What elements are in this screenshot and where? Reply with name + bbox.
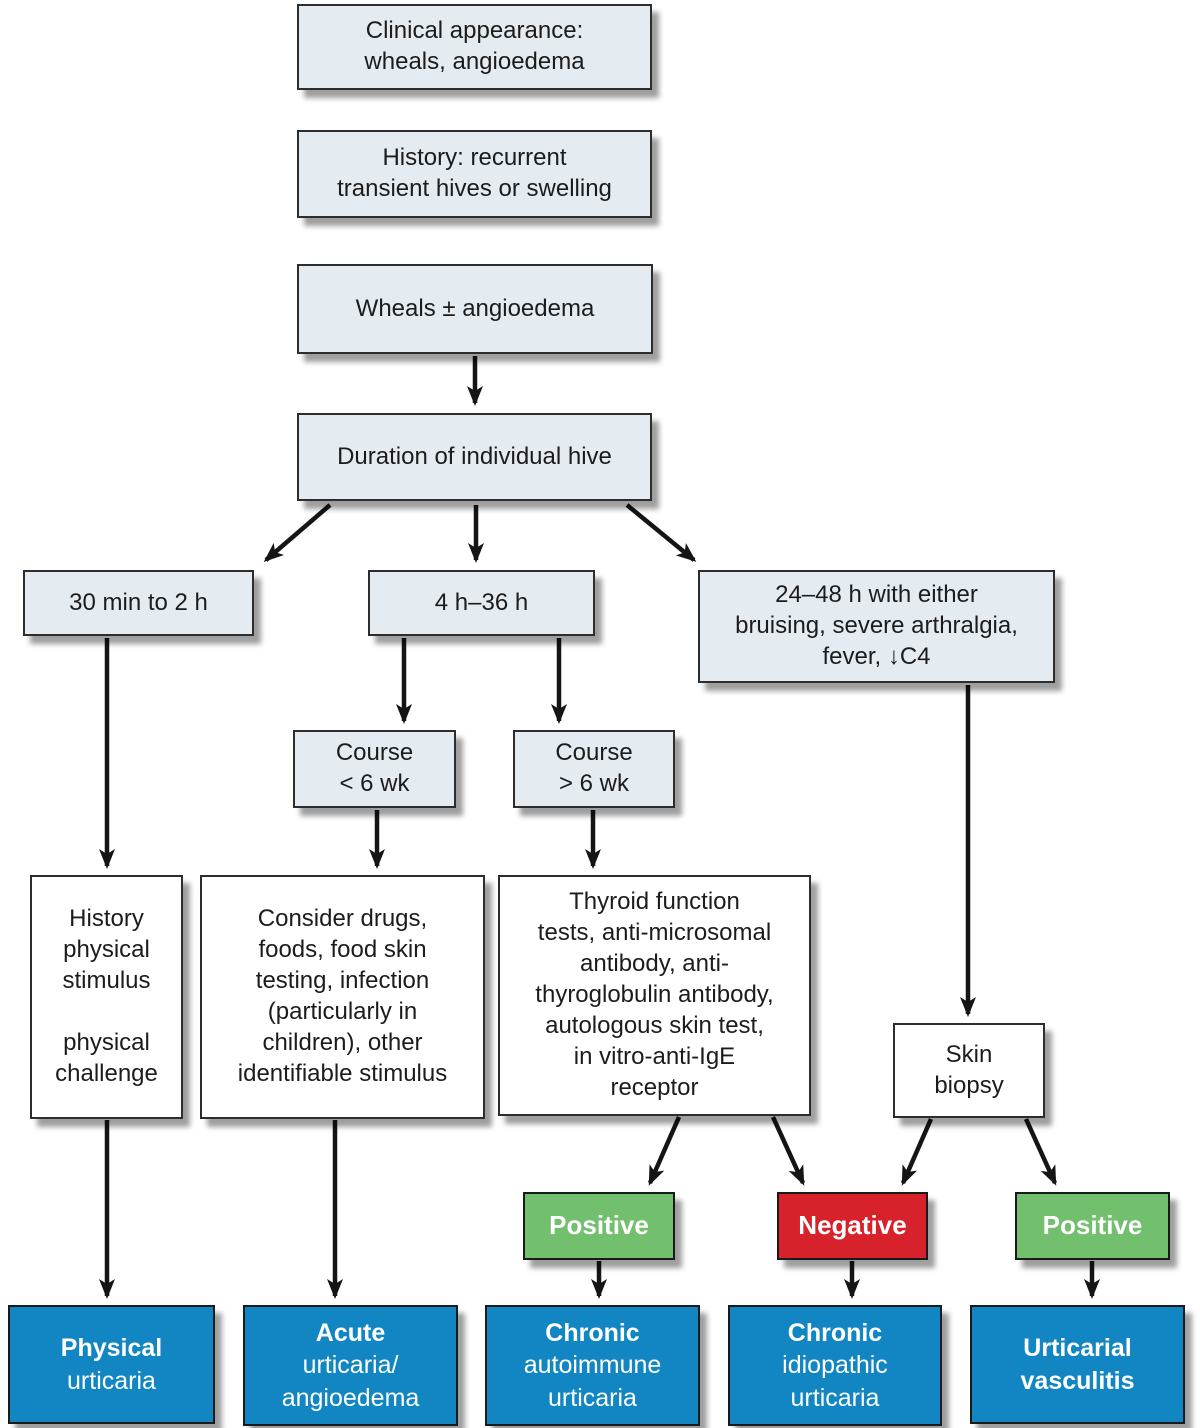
flow-node-consider-text: identifiable stimulus <box>237 1059 448 1087</box>
flow-node-thyroid: Thyroid function tests, anti-microsomal an… <box>498 875 811 1116</box>
flow-arrow-duration-to-min30to2h <box>263 503 332 562</box>
flow-node-urticarialvasc-text: vasculitis <box>1020 1366 1135 1395</box>
flow-node-wheals: Wheals ± angioedema <box>297 264 653 354</box>
flow-arrow-skinbiopsy-to-negative <box>900 1118 934 1186</box>
flow-node-thyroid-text: antibody, anti- <box>580 950 729 978</box>
flow-node-acute-text: angioedema <box>281 1383 420 1412</box>
flow-node-urticarialvasc-text: Urticarial <box>1023 1334 1132 1363</box>
flow-node-negative-text: Negative <box>798 1210 907 1241</box>
flow-node-skinbiopsy: Skin biopsy <box>893 1023 1045 1118</box>
flow-node-acute-text: urticaria/ <box>302 1351 399 1380</box>
flow-arrow-thyroid-to-negative <box>770 1116 806 1186</box>
flow-node-acute-text: Acute <box>315 1319 386 1348</box>
flow-node-h24to48-text: 24–48 h with either <box>775 581 978 609</box>
flow-node-consider-text: children), other <box>262 1028 423 1056</box>
flow-node-physical-text: Physical <box>60 1334 163 1363</box>
flow-node-wheals-text: Wheals ± angioedema <box>355 294 595 322</box>
flow-node-chronicauto-text: urticaria <box>548 1383 637 1412</box>
flow-node-historyphys: History physical stimulus physical challenge <box>30 875 183 1119</box>
flow-node-positive2: Positive <box>1015 1192 1170 1260</box>
flow-arrow-duration-to-h24to48 <box>625 503 697 562</box>
flow-node-min30to2h: 30 min to 2 h <box>23 570 254 636</box>
flow-node-h24to48-text: fever, ↓C4 <box>822 642 931 670</box>
flow-arrow-skinbiopsy-to-positive2 <box>1023 1118 1058 1186</box>
flow-node-clinical-text: wheals, angioedema <box>364 48 585 75</box>
flow-node-h4to36-text: 4 h–36 h <box>434 588 529 616</box>
flow-arrow-thyroid-to-positive1 <box>647 1116 682 1186</box>
flow-node-chronicidio-text: urticaria <box>790 1383 880 1412</box>
flow-node-consider-text: foods, food skin <box>258 936 427 964</box>
flow-node-chronicidio-text: idiopathic <box>782 1351 888 1380</box>
flow-node-history-text: transient hives or swelling <box>337 175 612 202</box>
flow-node-coursegt6-text: > 6 wk <box>558 770 630 797</box>
flow-node-skinbiopsy-text: biopsy <box>934 1071 1004 1099</box>
flow-node-consider: Consider drugs, foods, food skin testing, … <box>200 875 485 1119</box>
flow-node-historyphys-text: physical <box>63 1028 150 1056</box>
flow-node-h24to48: 24–48 h with either bruising, severe arth… <box>698 570 1055 683</box>
flow-node-thyroid-text: tests, anti-microsomal <box>537 919 772 947</box>
flow-node-positive1-text: Positive <box>549 1210 649 1241</box>
flow-node-skinbiopsy-text: Skin <box>945 1040 993 1068</box>
flow-node-historyphys-text: physical <box>63 936 150 964</box>
flow-node-historyphys-text: challenge <box>55 1059 158 1087</box>
flow-node-positive2-text: Positive <box>1042 1210 1143 1241</box>
flow-node-chronicauto-text: Chronic <box>545 1319 640 1348</box>
flow-node-consider-text: Consider drugs, <box>257 905 428 933</box>
flow-node-historyphys-text <box>32 997 181 1028</box>
flow-node-urticarialvasc: Urticarial vasculitis <box>970 1305 1185 1424</box>
flow-node-h24to48-text: bruising, severe arthralgia, <box>735 612 1018 640</box>
flow-node-consider-text: testing, infection <box>255 967 430 995</box>
flow-node-clinical-text: Clinical appearance: <box>365 17 584 45</box>
flow-node-chronicidio-text: Chronic <box>787 1319 883 1348</box>
flow-node-thyroid-text: thyroglobulin antibody, <box>535 981 774 1009</box>
flow-node-physical-text: urticaria <box>67 1366 156 1395</box>
flow-node-courselt6-text: < 6 wk <box>339 770 410 797</box>
flow-node-min30to2h-text: 30 min to 2 h <box>69 588 208 616</box>
flow-node-clinical: Clinical appearance: wheals, angioedema <box>297 4 652 90</box>
flow-node-chronicauto: Chronic autoimmune urticaria <box>485 1305 700 1426</box>
flow-node-h4to36: 4 h–36 h <box>368 570 595 636</box>
flow-node-historyphys-text: History <box>69 905 144 933</box>
flow-node-negative: Negative <box>777 1192 928 1260</box>
flow-node-courselt6-text: Course <box>335 739 414 767</box>
flow-node-coursegt6: Course > 6 wk <box>513 730 675 808</box>
flow-node-thyroid-text: in vitro-anti-IgE <box>573 1042 736 1070</box>
flow-node-coursegt6-text: Course <box>555 739 633 767</box>
flow-node-duration: Duration of individual hive <box>297 413 652 501</box>
flow-node-chronicauto-text: autoimmune <box>523 1351 662 1380</box>
flow-node-history: History: recurrent transient hives or swe… <box>297 130 652 218</box>
flow-node-historyphys-text: stimulus <box>62 967 151 995</box>
flow-node-duration-text: Duration of individual hive <box>337 442 612 470</box>
flow-node-chronicidio: Chronic idiopathic urticaria <box>728 1305 942 1426</box>
flow-node-acute: Acute urticaria/angioedema <box>243 1305 458 1426</box>
flow-node-courselt6: Course < 6 wk <box>293 730 456 808</box>
flow-node-thyroid-text: receptor <box>610 1073 699 1101</box>
flow-node-history-text: History: recurrent <box>382 144 567 172</box>
flow-node-consider-text: (particularly in <box>267 998 418 1025</box>
flow-node-thyroid-text: autologous skin test, <box>545 1011 764 1039</box>
flow-node-physical: Physical urticaria <box>8 1305 215 1424</box>
flow-node-positive1: Positive <box>523 1192 675 1260</box>
flow-node-thyroid-text: Thyroid function <box>569 888 740 916</box>
